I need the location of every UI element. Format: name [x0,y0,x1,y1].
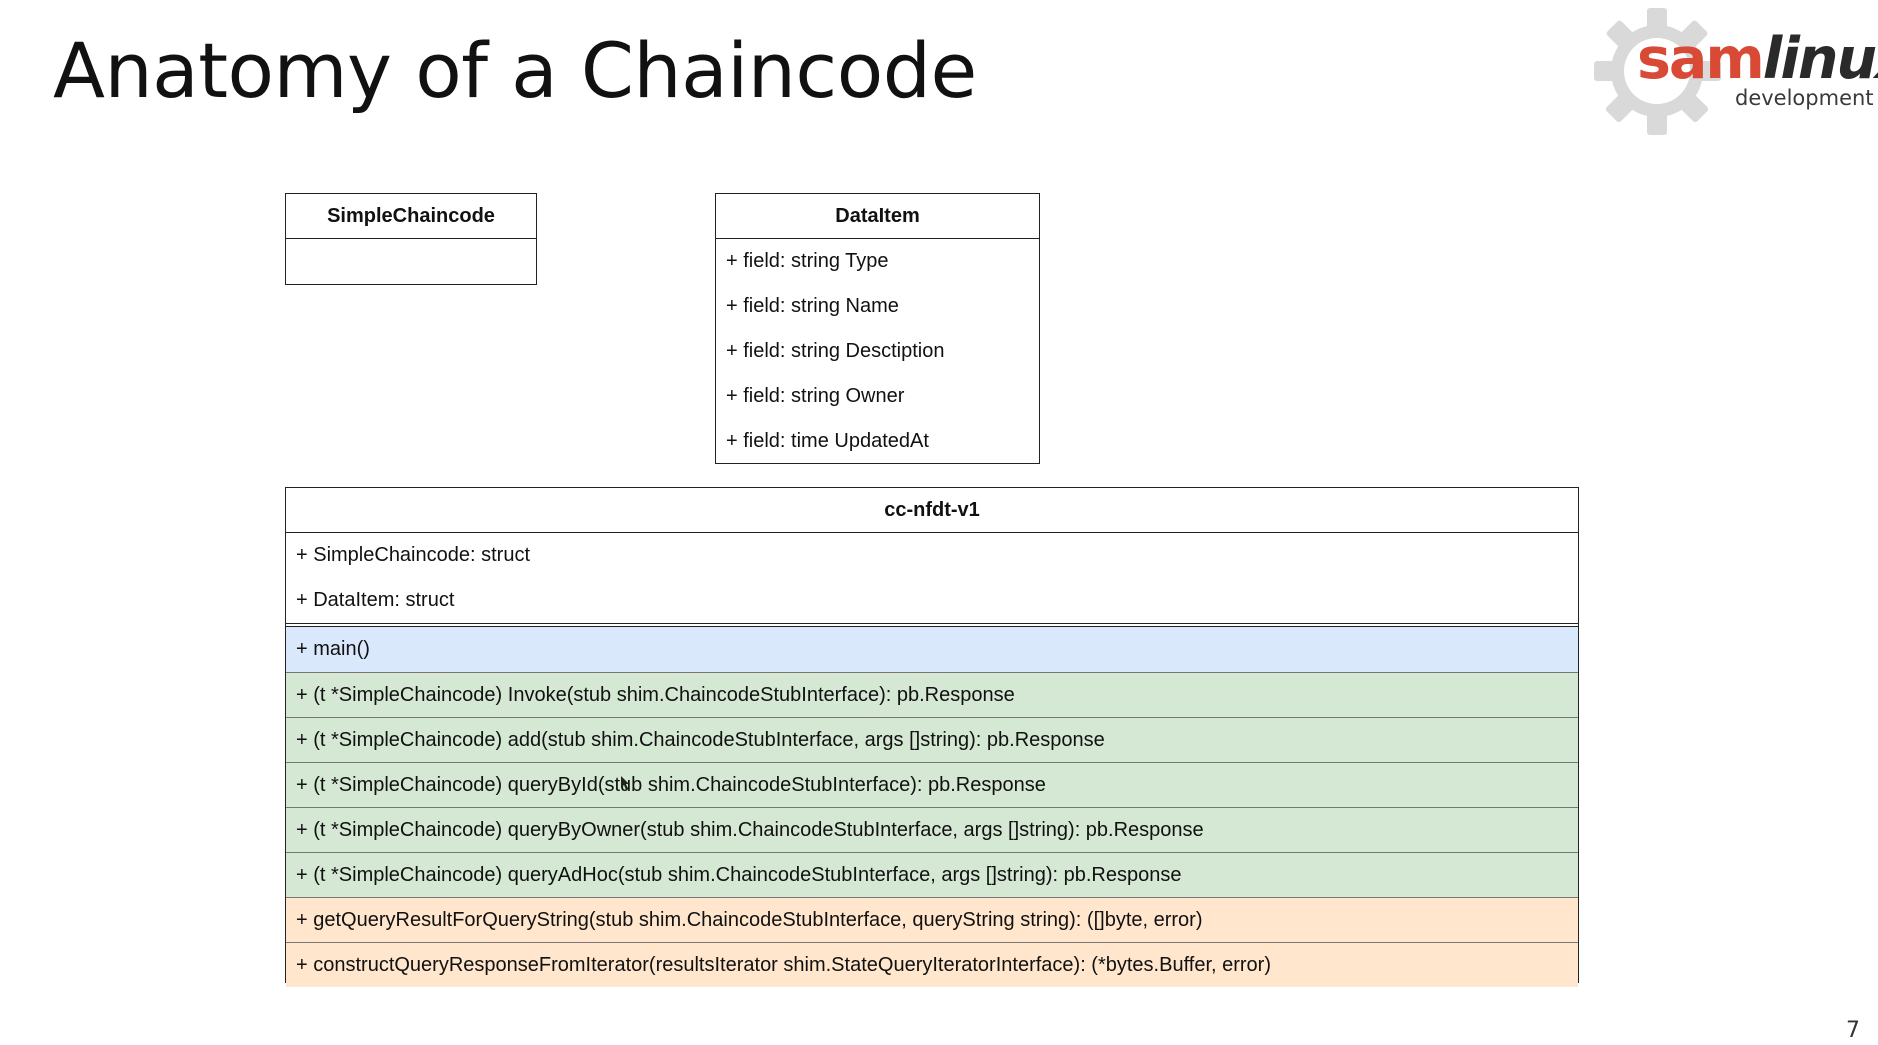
field-row: + field: string Desctiption [726,340,945,362]
field-row: + field: string Owner [726,385,905,407]
gear-icon [1594,8,1721,135]
class-data-item: DataItem + field: string Type+ field: st… [715,193,1040,464]
field-row: + field: string Type [726,250,889,272]
class-simple-chaincode: SimpleChaincode [285,193,537,285]
field-row: + SimpleChaincode: struct [296,544,531,566]
logo-linux: linux [1762,26,1878,92]
field-list: + SimpleChaincode: struct + DataItem: str… [286,533,1578,623]
field-row: + DataItem: struct [296,589,455,611]
method-row: + getQueryResultForQueryString(stub shim… [286,897,1578,942]
method-row: + (t *SimpleChaincode) Invoke(stub shim.… [286,672,1578,717]
method-row: + (t *SimpleChaincode) queryAdHoc(stub s… [286,852,1578,897]
method-row: + (t *SimpleChaincode) queryById(stub sh… [286,762,1578,807]
field-row: + field: time UpdatedAt [726,430,929,452]
method-row: + main() [286,627,1578,672]
field-list: + field: string Type + field: string Name… [716,239,1039,464]
class-name: cc-nfdt-v1 [286,488,1578,533]
class-name: DataItem [716,194,1039,239]
field-row: + field: string Name [726,295,899,317]
page-number: 7 [1846,1018,1860,1043]
mouse-cursor-icon [621,776,629,790]
method-row: + constructQueryResponseFromIterator(res… [286,942,1578,987]
class-name: SimpleChaincode [286,194,536,239]
section-divider [286,623,1578,627]
logo-tagline: development [1735,86,1874,110]
logo-sam: sam [1637,26,1765,92]
slide-title: Anatomy of a Chaincode [53,26,977,115]
logo-wordmark: samlinux [1637,26,1878,92]
samlinux-logo: samlinux development [1590,4,1878,139]
method-list: + main()+ (t *SimpleChaincode) Invoke(st… [286,627,1578,987]
method-row: + (t *SimpleChaincode) add(stub shim.Cha… [286,717,1578,762]
method-row: + (t *SimpleChaincode) queryByOwner(stub… [286,807,1578,852]
class-cc-nfdt-v1: cc-nfdt-v1 + SimpleChaincode: struct + Da… [285,487,1579,987]
